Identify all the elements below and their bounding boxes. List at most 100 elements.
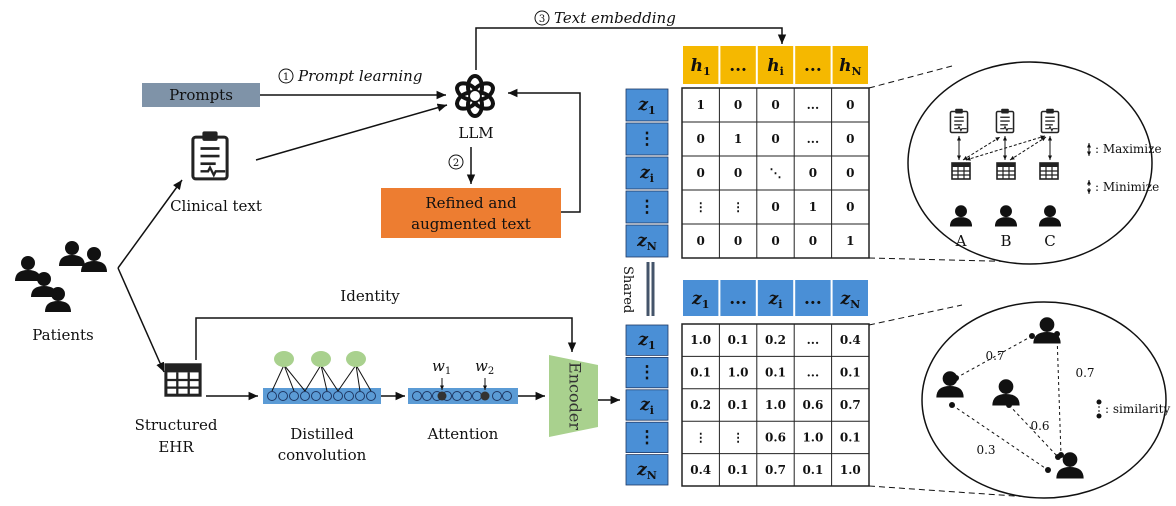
top_matrix-col-header-4: hN bbox=[839, 56, 861, 78]
bottom_matrix-row-header-2: zi bbox=[639, 395, 654, 417]
bottom_matrix-cell-4-1: 0.1 bbox=[728, 463, 749, 477]
top_matrix-cell-4-2: 0 bbox=[771, 234, 779, 248]
distilled-convolution-block bbox=[263, 351, 381, 404]
bottom_matrix-col-header-4-main: z bbox=[839, 289, 850, 309]
text-embedding-label: Text embedding bbox=[554, 9, 676, 27]
edge-label-1: 0.7 bbox=[985, 349, 1004, 363]
w2-sub: 2 bbox=[488, 366, 494, 377]
top_matrix-row-header-0-main: z bbox=[637, 95, 648, 115]
top_matrix-col-header-2: hi bbox=[767, 56, 784, 78]
clinical-text-label: Clinical text bbox=[170, 197, 262, 215]
top_matrix-col-header-2-sub: i bbox=[780, 65, 784, 78]
w1-main: w bbox=[432, 357, 445, 375]
top_matrix-cell-3-3: 1 bbox=[809, 200, 817, 214]
top_matrix-row-header-4-main: z bbox=[636, 231, 647, 251]
bottom_matrix-cell-3-0: ⋮ bbox=[695, 430, 707, 444]
edge-label-4: 0.3 bbox=[976, 443, 995, 457]
bottom_matrix-col-header-4-sub: N bbox=[850, 298, 860, 311]
w2-main: w bbox=[475, 357, 488, 375]
bottom_matrix-col-header-0-sub: 1 bbox=[702, 298, 710, 311]
prompt-learning-label: Prompt learning bbox=[297, 67, 422, 85]
top_matrix-cell-4-4: 1 bbox=[846, 234, 854, 248]
encoder-block bbox=[549, 355, 598, 437]
bottom_matrix-cell-3-1: ⋮ bbox=[732, 430, 744, 444]
top_matrix-cell-0-0: 1 bbox=[697, 98, 705, 112]
top_matrix-grid-border bbox=[681, 87, 870, 259]
bottom_matrix-cell-0-2: 0.2 bbox=[765, 333, 786, 347]
structured-label-2: EHR bbox=[158, 438, 194, 456]
top_matrix-cell-3-4: 0 bbox=[846, 200, 854, 214]
bottom_matrix-cell-2-4: 0.7 bbox=[840, 398, 861, 412]
bottom_matrix-cell-1-0: 0.1 bbox=[690, 366, 711, 380]
top_matrix-col-header-1: ... bbox=[729, 56, 747, 76]
patients-label: Patients bbox=[32, 326, 93, 344]
bottom_matrix-row-header-0-sub: 1 bbox=[648, 339, 656, 352]
top_matrix-cell-1-2: 0 bbox=[771, 132, 779, 146]
bottom_matrix-cell-4-3: 0.1 bbox=[802, 463, 823, 477]
bottom_matrix-row-header-1-main: ⋮ bbox=[639, 363, 656, 383]
top_matrix-cell-0-2: 0 bbox=[771, 98, 779, 112]
top_matrix-col-header-1-main: ... bbox=[729, 56, 747, 76]
bottom_matrix-row-header-0-main: z bbox=[637, 330, 648, 350]
bottom_matrix-col-header-box-3 bbox=[795, 280, 831, 316]
bottom_matrix-row-header-box-3 bbox=[625, 421, 669, 454]
edge-label-3: 0.6 bbox=[1030, 419, 1049, 433]
top_matrix-col-header-box-1 bbox=[720, 46, 756, 84]
bottom_matrix-row-header-1: ⋮ bbox=[639, 363, 656, 383]
edge-label-2: 0.7 bbox=[1075, 366, 1094, 380]
bottom_matrix-col-header-0: z1 bbox=[691, 289, 709, 311]
text-embedding-arrow bbox=[475, 27, 787, 70]
similarity-zoom-circle bbox=[921, 301, 1167, 499]
top_matrix-col-header-3: ... bbox=[804, 56, 822, 76]
bottom_matrix-row-header-4-sub: N bbox=[647, 469, 657, 482]
note-b-icon bbox=[995, 107, 1015, 134]
prompts-label: Prompts bbox=[169, 86, 233, 104]
bottom_matrix-row-header-box-2 bbox=[625, 389, 669, 421]
top_matrix-cell-4-0: 0 bbox=[697, 234, 705, 248]
top_matrix-cell-1-4: 0 bbox=[846, 132, 854, 146]
top_matrix-row-header-box-0 bbox=[625, 88, 669, 122]
top_matrix-cell-2-4: 0 bbox=[846, 166, 854, 180]
top_matrix-row-header-4-sub: N bbox=[647, 240, 657, 253]
bottom_matrix-row-header-2-sub: i bbox=[650, 404, 654, 417]
patient-a-label: A bbox=[955, 232, 967, 250]
bottom_matrix-row-header-4-main: z bbox=[636, 460, 647, 480]
identity-label: Identity bbox=[340, 287, 400, 305]
structured-label-1: Structured bbox=[135, 416, 218, 434]
top_matrix-cell-0-1: 0 bbox=[734, 98, 742, 112]
top_matrix-col-header-4-main: h bbox=[839, 56, 851, 76]
top_matrix-col-header-0: h1 bbox=[691, 56, 711, 78]
similarity-label: : similarity bbox=[1105, 402, 1170, 416]
top_matrix-cell-3-0: ⋮ bbox=[695, 200, 707, 214]
bottom_matrix-col-header-1: ... bbox=[729, 289, 747, 309]
step1-number: 1 bbox=[283, 72, 289, 83]
bottom_matrix-cell-0-1: 0.1 bbox=[728, 333, 749, 347]
bottom_matrix-col-header-1-main: ... bbox=[729, 289, 747, 309]
bottom_matrix-col-header-2-main: z bbox=[768, 289, 779, 309]
clinical-notes-row bbox=[949, 107, 1060, 134]
bottom_matrix-cell-3-4: 0.1 bbox=[840, 430, 861, 444]
minimize-label: : Minimize bbox=[1095, 180, 1159, 194]
llm-label: LLM bbox=[458, 124, 493, 142]
top_matrix-col-header-box-0 bbox=[683, 46, 719, 84]
top_matrix-col-header-0-sub: 1 bbox=[703, 65, 711, 78]
bottom_matrix-cell-1-4: 0.1 bbox=[840, 366, 861, 380]
step2-number: 2 bbox=[453, 158, 459, 169]
top_matrix-row-header-4: zN bbox=[636, 231, 657, 253]
bottom_matrix-cell-2-3: 0.6 bbox=[802, 398, 823, 412]
bottom_matrix-cell-4-2: 0.7 bbox=[765, 463, 786, 477]
bottom_matrix-col-header-2-sub: i bbox=[778, 298, 782, 311]
note-c-icon bbox=[1040, 107, 1060, 134]
refined-text-box bbox=[381, 188, 561, 238]
bottom_matrix-cell-3-2: 0.6 bbox=[765, 430, 786, 444]
identity-arrow bbox=[195, 317, 577, 360]
similarity-edges bbox=[951, 333, 1062, 471]
bottom_matrix-grid-border bbox=[681, 323, 870, 487]
top_matrix-cell-3-2: 0 bbox=[771, 200, 779, 214]
top_matrix-cell-4-1: 0 bbox=[734, 234, 742, 248]
bottom_matrix-cell-1-2: 0.1 bbox=[765, 366, 786, 380]
patient-c-label: C bbox=[1044, 232, 1055, 250]
bottom_matrix-col-header-3: ... bbox=[804, 289, 822, 309]
